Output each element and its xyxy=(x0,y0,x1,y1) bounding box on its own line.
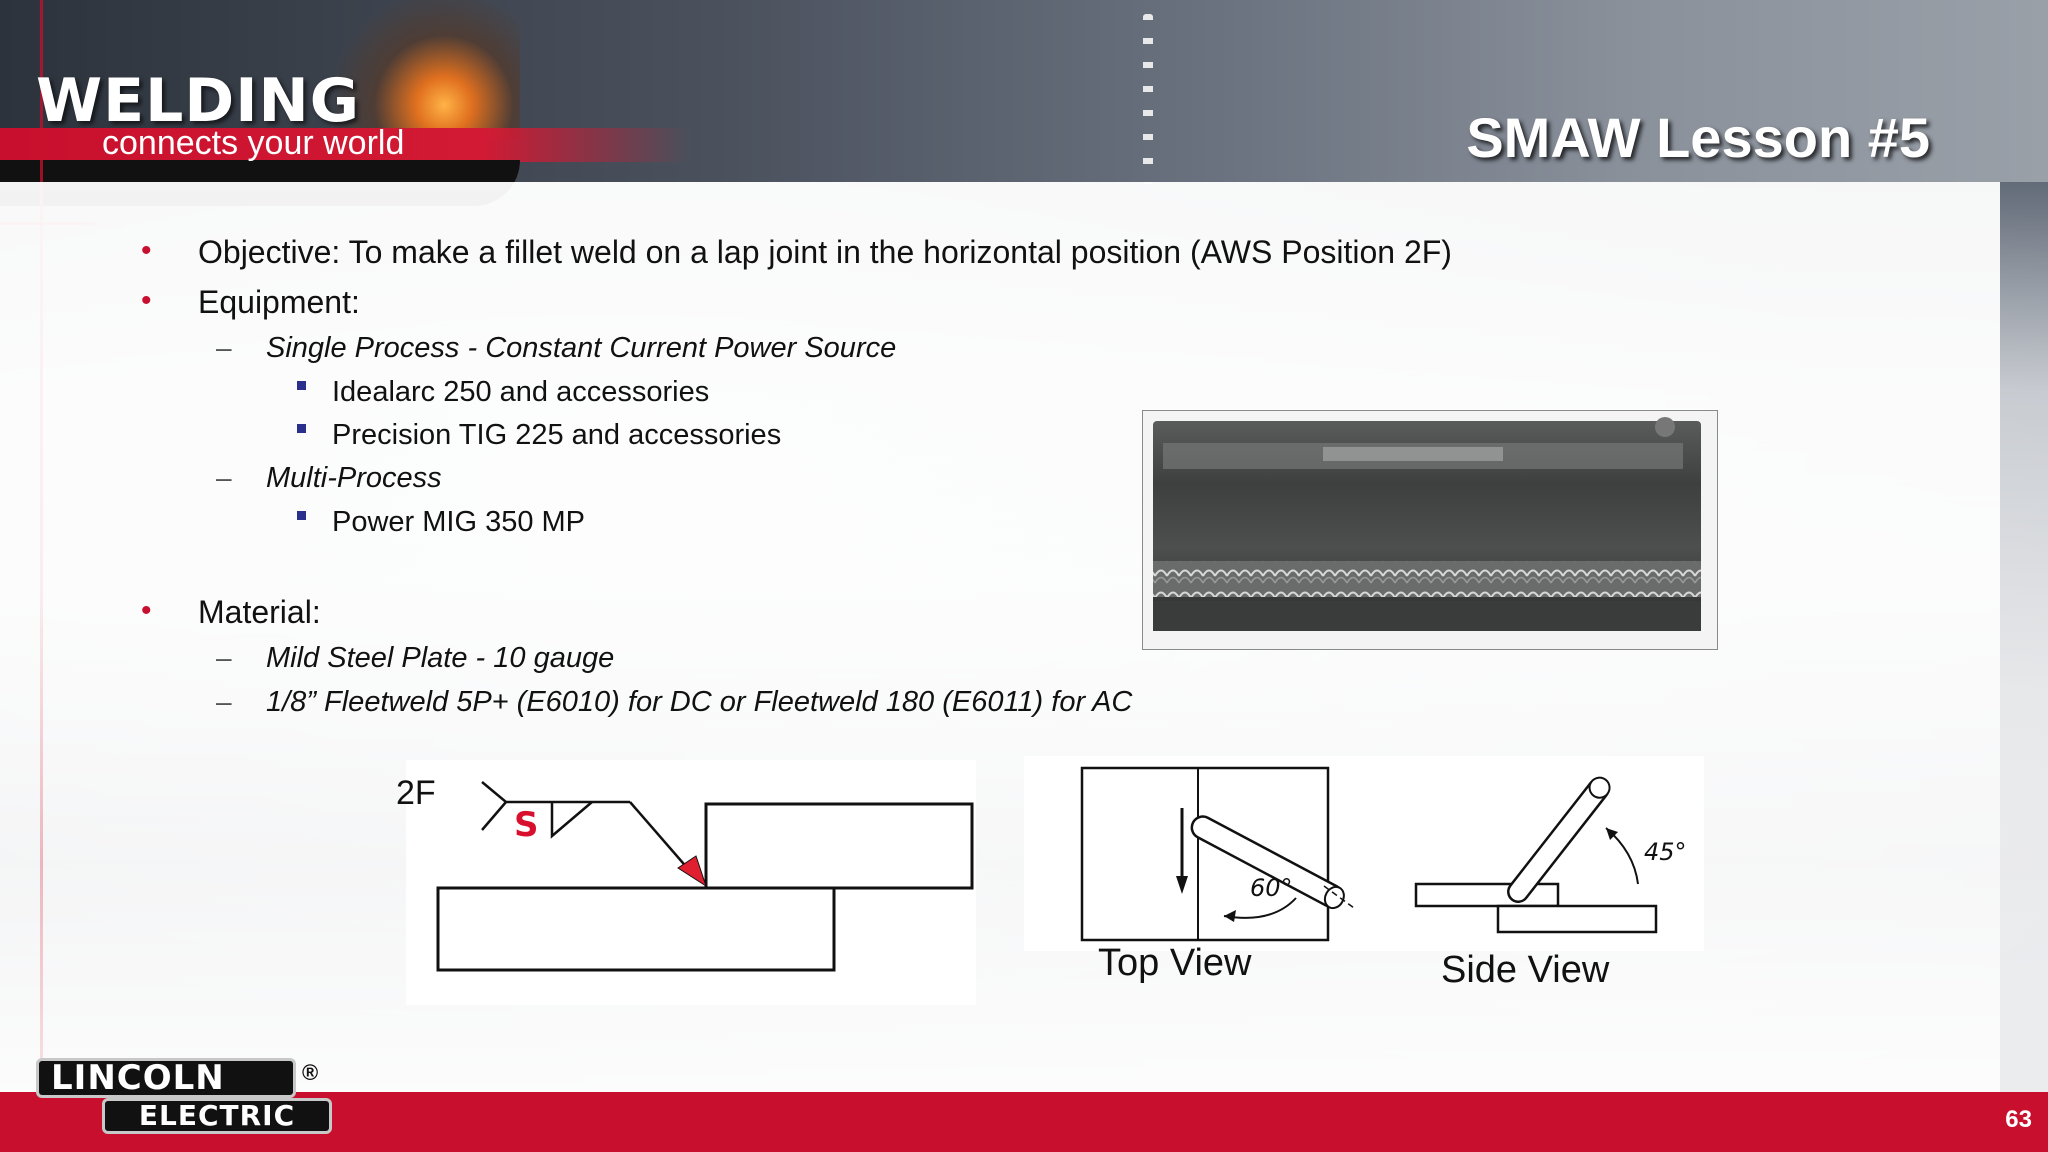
material-item: 1/8” Fleetweld 5P+ (E6010) for DC or Fle… xyxy=(266,686,1133,718)
registered-mark: ® xyxy=(302,1060,319,1085)
welder-photo xyxy=(330,0,520,140)
fillet-weld-photo xyxy=(1142,410,1718,650)
header-divider-dots xyxy=(1143,14,1153,184)
lincoln-logo-bottom: ELECTRIC xyxy=(102,1098,332,1134)
equipment-item: Idealarc 250 and accessories xyxy=(332,376,710,408)
dash-marker: – xyxy=(216,462,232,493)
footer-bar xyxy=(0,1092,2048,1152)
single-process-text: Single Process - Constant Current Power … xyxy=(266,332,897,364)
material-item: Mild Steel Plate - 10 gauge xyxy=(266,642,615,674)
equipment-item: Power MIG 350 MP xyxy=(332,506,586,538)
lincoln-electric-logo: LINCOLN ® ELECTRIC xyxy=(36,1058,332,1136)
top-view-caption: Top View xyxy=(1098,942,1252,984)
page-number: 63 xyxy=(2005,1106,2032,1133)
bullet-marker: • xyxy=(141,234,152,267)
welding-logo: WELDING xyxy=(36,66,360,136)
top-view-angle: 60° xyxy=(1250,874,1293,902)
bullet-marker: • xyxy=(141,594,152,627)
side-view-angle: 45° xyxy=(1644,838,1687,866)
side-view-caption: Side View xyxy=(1441,949,1610,991)
lincoln-logo-top: LINCOLN xyxy=(36,1058,296,1098)
dash-marker: – xyxy=(216,332,232,363)
dash-marker: – xyxy=(216,642,232,673)
square-marker xyxy=(297,511,306,520)
welding-logo-tagline: connects your world xyxy=(102,124,405,162)
equipment-item: Precision TIG 225 and accessories xyxy=(332,419,782,451)
position-label: 2F xyxy=(396,774,436,812)
lap-joint-diagram: S xyxy=(406,760,976,1005)
dash-marker: – xyxy=(216,686,232,717)
slide-title: SMAW Lesson #5 xyxy=(1466,106,1930,169)
weld-symbol-letter: S xyxy=(514,805,539,845)
electrode-angle-diagram: 60° 45° xyxy=(1024,756,1704,951)
square-marker xyxy=(297,381,306,390)
multi-process-text: Multi-Process xyxy=(266,462,442,494)
header-red-band xyxy=(0,128,690,162)
objective-text: Objective: To make a fillet weld on a la… xyxy=(198,234,1452,270)
equipment-heading: Equipment: xyxy=(198,284,360,320)
square-marker xyxy=(297,424,306,433)
bullet-marker: • xyxy=(141,284,152,317)
material-heading: Material: xyxy=(198,594,321,630)
